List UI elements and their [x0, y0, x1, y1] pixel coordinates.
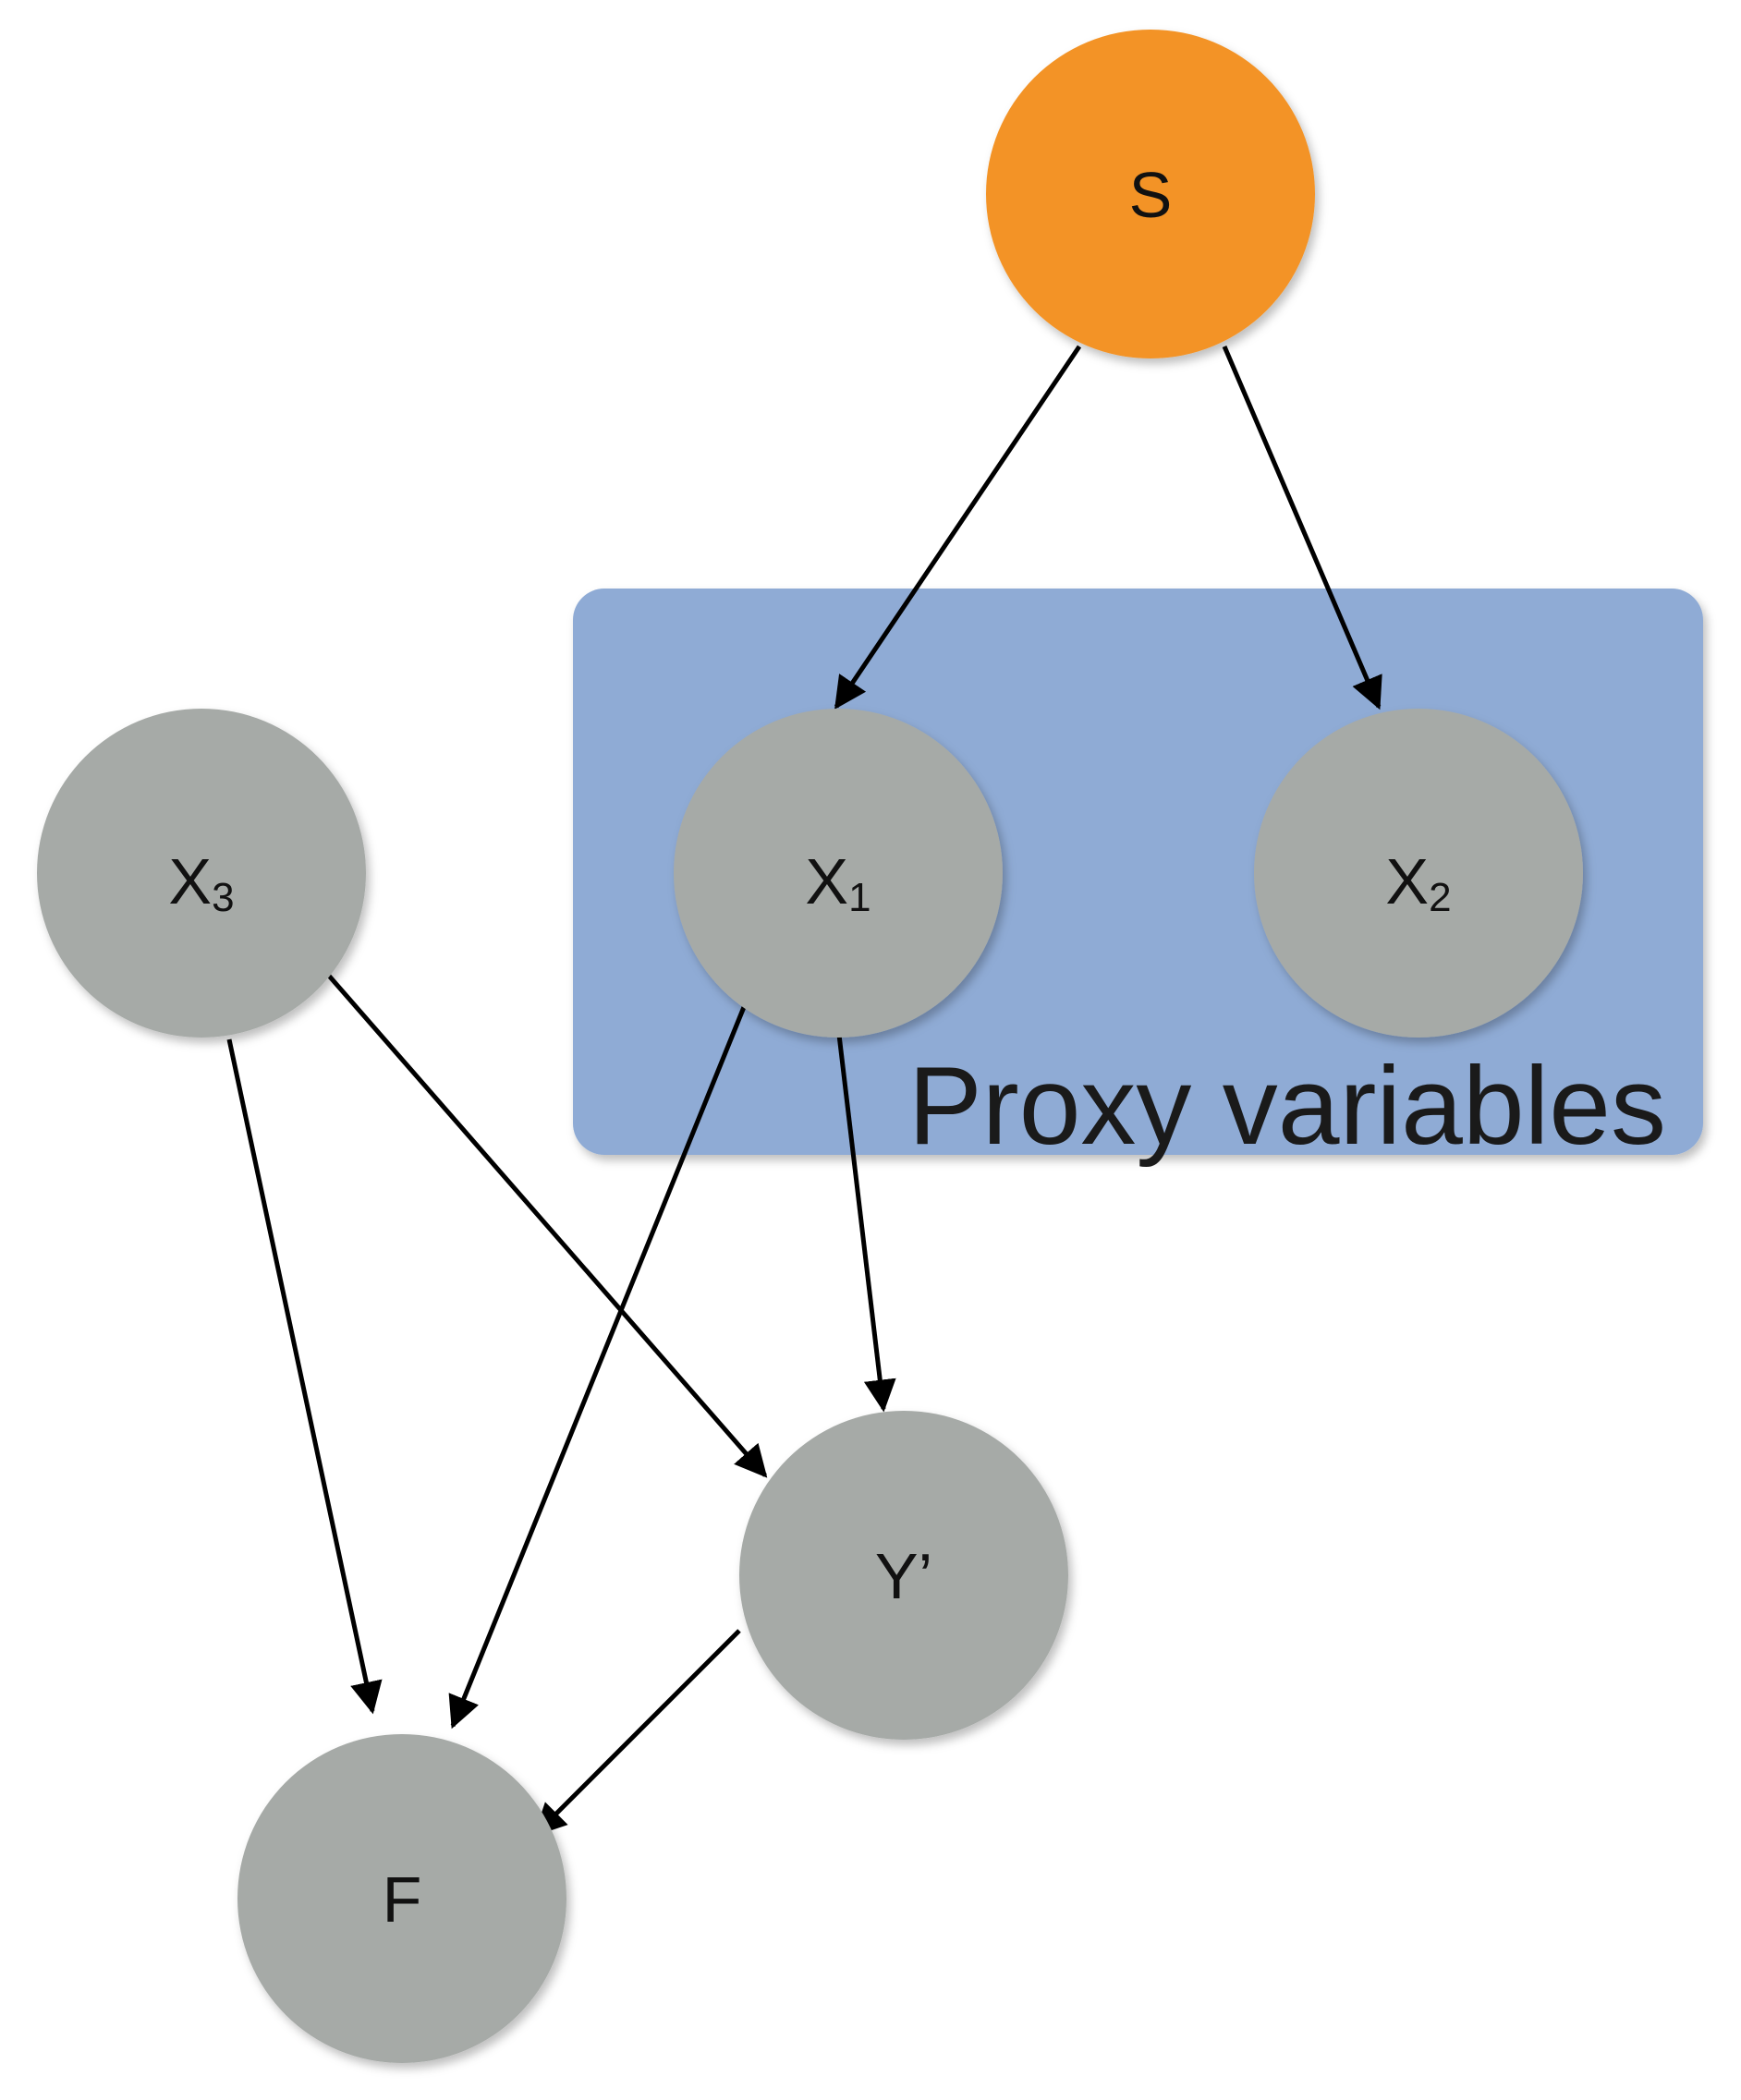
node-y-prime-label: Y’ — [875, 1540, 932, 1612]
edge-x3-to-y — [326, 973, 768, 1478]
node-x2: X2 — [1254, 709, 1583, 1038]
node-s: S — [986, 30, 1315, 358]
node-x1: X1 — [674, 709, 1003, 1038]
node-x3-circle — [37, 709, 366, 1038]
edges — [226, 345, 1382, 1837]
node-f: F — [237, 1734, 566, 2063]
node-s-label: S — [1129, 159, 1173, 231]
node-x2-circle — [1254, 709, 1583, 1038]
edge-x3-to-f — [226, 1038, 383, 1715]
edge-s-to-x1 — [834, 345, 1082, 710]
node-x3-label: X3 — [168, 845, 234, 920]
edge-x1-to-f — [448, 1006, 747, 1730]
node-x2-label: X2 — [1385, 845, 1451, 920]
node-f-label: F — [383, 1863, 422, 1936]
node-f-circle — [237, 1734, 566, 2063]
edge-x1-to-y — [836, 1034, 896, 1413]
node-s-circle — [986, 30, 1315, 358]
edge-y-to-f — [533, 1629, 741, 1837]
node-x3: X3 — [37, 709, 366, 1038]
edge-s-to-x2 — [1222, 346, 1382, 710]
node-y-prime-circle — [739, 1411, 1068, 1740]
node-x1-circle — [674, 709, 1003, 1038]
node-x1-label: X1 — [805, 845, 870, 920]
node-y-prime: Y’ — [739, 1411, 1068, 1740]
proxy-variables-label: Proxy variables — [908, 1044, 1666, 1168]
